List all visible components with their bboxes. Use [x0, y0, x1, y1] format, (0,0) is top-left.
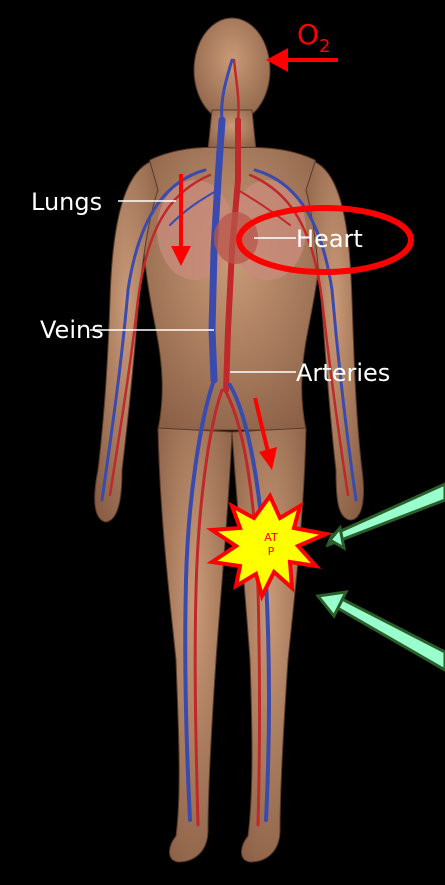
head	[194, 18, 270, 122]
oxygen-label: O2	[297, 18, 331, 57]
veins-label: Veins	[40, 316, 104, 344]
heart-label: Heart	[296, 225, 363, 253]
neck	[208, 110, 256, 150]
human-body	[95, 18, 364, 862]
green-pointer-lower	[318, 592, 445, 670]
atp-text-line2: P	[268, 545, 275, 558]
atp-text-line1: AT	[264, 531, 278, 544]
right-arm	[306, 162, 364, 520]
lungs-label: Lungs	[31, 188, 102, 216]
oxygen-annotation: O2	[266, 18, 338, 72]
atp-starburst: AT P	[212, 496, 326, 596]
arteries-label: Arteries	[296, 359, 390, 387]
left-arm	[95, 162, 158, 522]
